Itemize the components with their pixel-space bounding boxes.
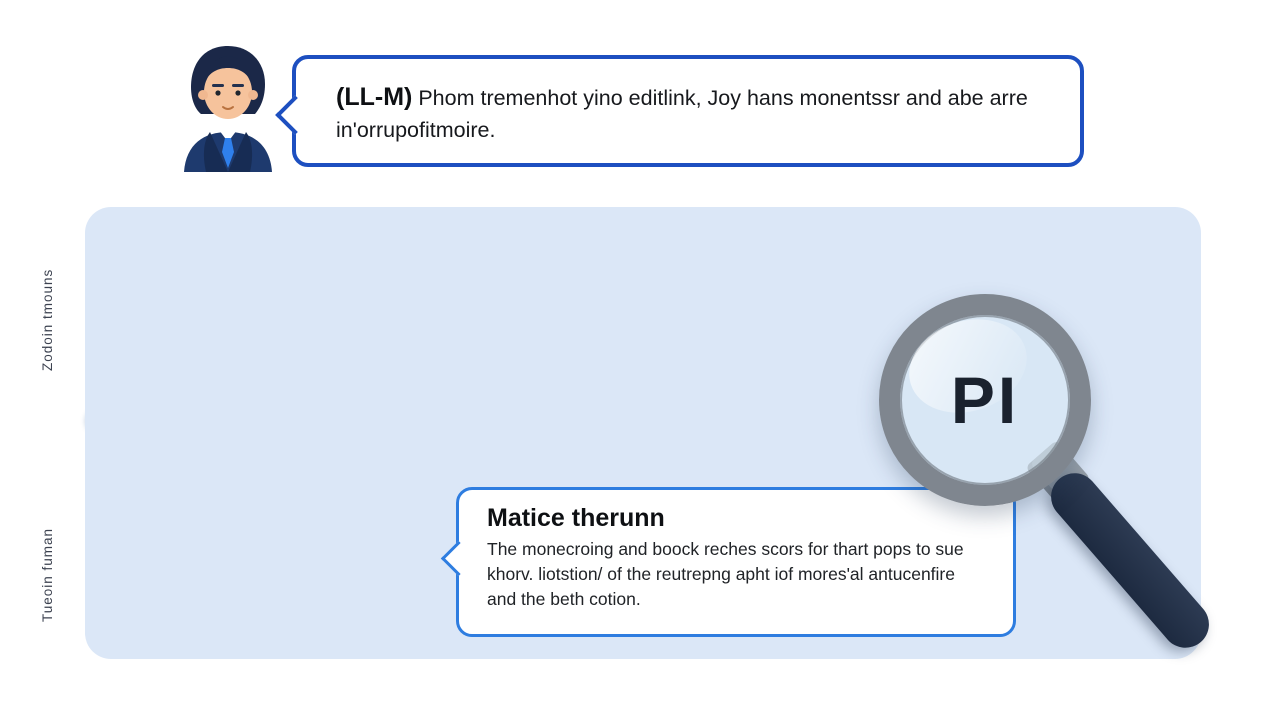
llm-message-text: Phom tremenhot yino editlink, Joy hans m… [336, 86, 1028, 143]
note-body: The monecroing and boock reches scors fo… [487, 539, 964, 609]
note-title: Matice therunn [487, 504, 665, 532]
monitoring-note-bubble: Matice therunn The monecroing and boock … [440, 487, 1016, 637]
side-label-bottom: Tueoin fuman [40, 527, 55, 623]
llm-prefix: (LL-M) [336, 83, 413, 111]
lens-label: PI [950, 363, 1020, 437]
magnifier-lens: PI [879, 294, 1091, 506]
llm-speech-bubble: (LL-M) Phom tremenhot yino editlink, Joy… [275, 55, 1084, 167]
side-label-top: Zodoin tmouns [40, 268, 55, 372]
businessman-avatar-icon [184, 46, 272, 172]
llm-message: (LL-M) Phom tremenhot yino editlink, Joy… [296, 59, 1080, 146]
